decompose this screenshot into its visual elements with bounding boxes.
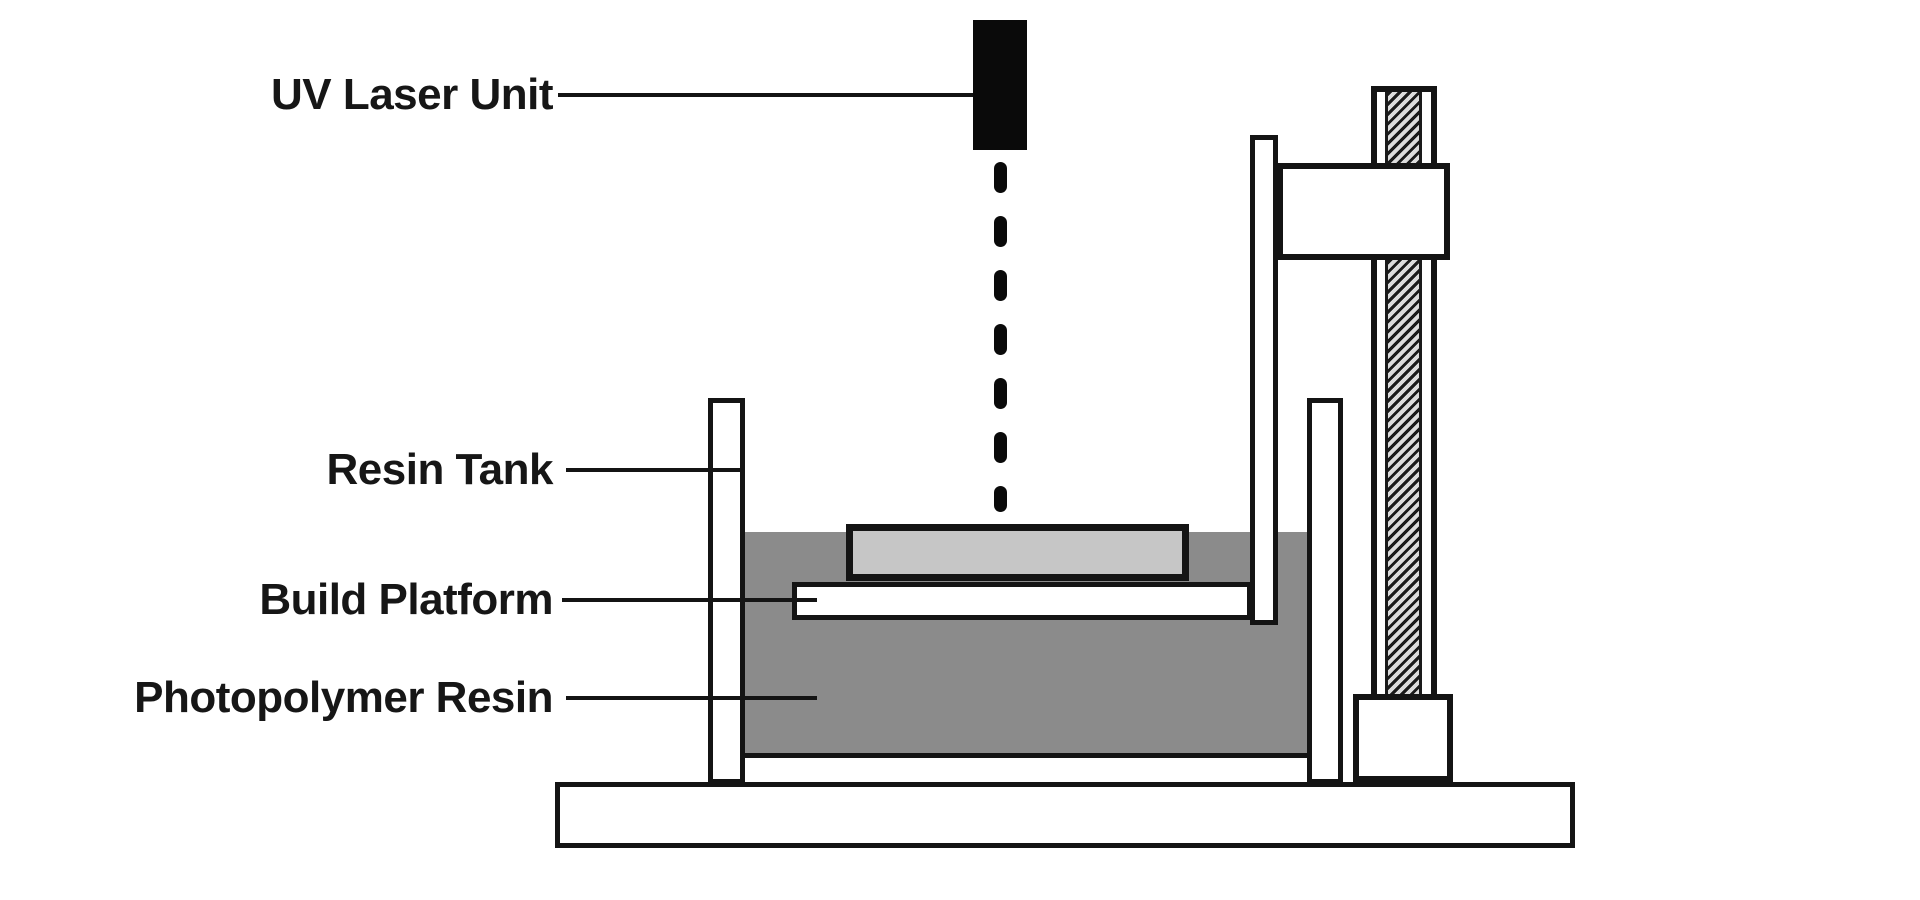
resin-tank-right-wall xyxy=(1307,398,1343,784)
lead-screw-housing xyxy=(1371,86,1437,694)
uv-laser-unit-box xyxy=(973,20,1027,150)
label-photopolymer-resin: Photopolymer Resin xyxy=(134,673,553,722)
leader-uv-laser xyxy=(558,93,973,97)
laser-beam-dashed-line xyxy=(994,0,1007,900)
laser-beam-dash xyxy=(994,270,1007,301)
build-platform-bar xyxy=(792,582,1252,620)
machine-base xyxy=(555,782,1575,848)
leader-resin-tank xyxy=(566,468,741,472)
laser-beam-dash xyxy=(994,486,1007,512)
lead-screw-mount-block xyxy=(1353,694,1453,782)
label-build-platform: Build Platform xyxy=(259,575,553,624)
laser-beam-dash xyxy=(994,324,1007,355)
cured-resin-layer xyxy=(846,524,1189,581)
laser-beam-dash xyxy=(994,378,1007,409)
platform-support-arm xyxy=(1250,135,1278,625)
laser-beam-dash xyxy=(994,216,1007,247)
laser-beam-dash xyxy=(994,162,1007,193)
label-uv-laser-unit: UV Laser Unit xyxy=(270,70,554,119)
laser-beam-dash xyxy=(994,432,1007,463)
label-resin-tank: Resin Tank xyxy=(326,445,554,494)
resin-tank-left-wall xyxy=(708,398,745,784)
leader-build-platform xyxy=(562,598,817,602)
leader-photopolymer-resin xyxy=(566,696,817,700)
z-axis-carriage-block xyxy=(1277,163,1450,260)
